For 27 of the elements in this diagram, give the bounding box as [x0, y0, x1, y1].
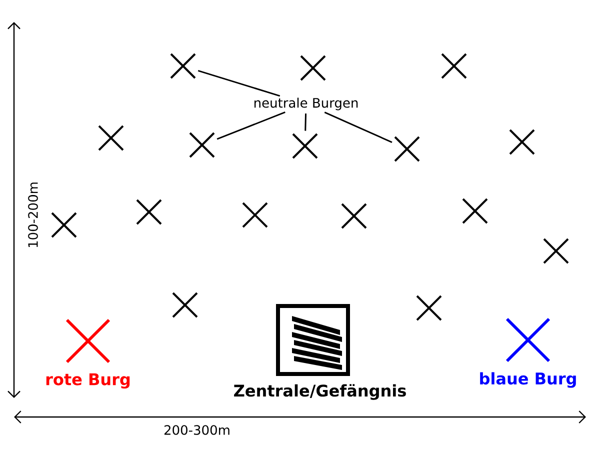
castle-cross: [300, 55, 326, 81]
dimension-label: 100-200m: [28, 182, 38, 248]
castle-cross: [170, 53, 196, 79]
castle-cross: [509, 129, 535, 155]
castle-cross: [136, 199, 162, 225]
castle-cross: [394, 136, 420, 162]
jail-building: Zentrale/Gefängnis: [234, 304, 406, 400]
castle-cross: [98, 125, 124, 151]
castle-cross: [416, 295, 442, 321]
dimension-label: 200-300m: [164, 425, 230, 435]
castle-cross: [189, 132, 215, 158]
team-castle: blaue Burg: [480, 318, 576, 388]
node-label: Zentrale/Gefängnis: [234, 384, 406, 400]
castle-cross: [51, 212, 77, 238]
castle-cross: [441, 53, 467, 79]
leader-line: [216, 112, 286, 140]
castle-cross: [172, 292, 198, 318]
castle-cross: [341, 203, 367, 229]
leader-line: [198, 70, 280, 97]
castle-cross: [292, 133, 318, 159]
leader-line: [324, 112, 392, 143]
group-label: neutrale Burgen: [254, 98, 358, 110]
castle-cross: [543, 238, 569, 264]
leader-line: [304, 113, 307, 131]
castle-cross: [462, 198, 488, 224]
team-castle: rote Burg: [46, 318, 130, 389]
castle-cross: [242, 202, 268, 228]
